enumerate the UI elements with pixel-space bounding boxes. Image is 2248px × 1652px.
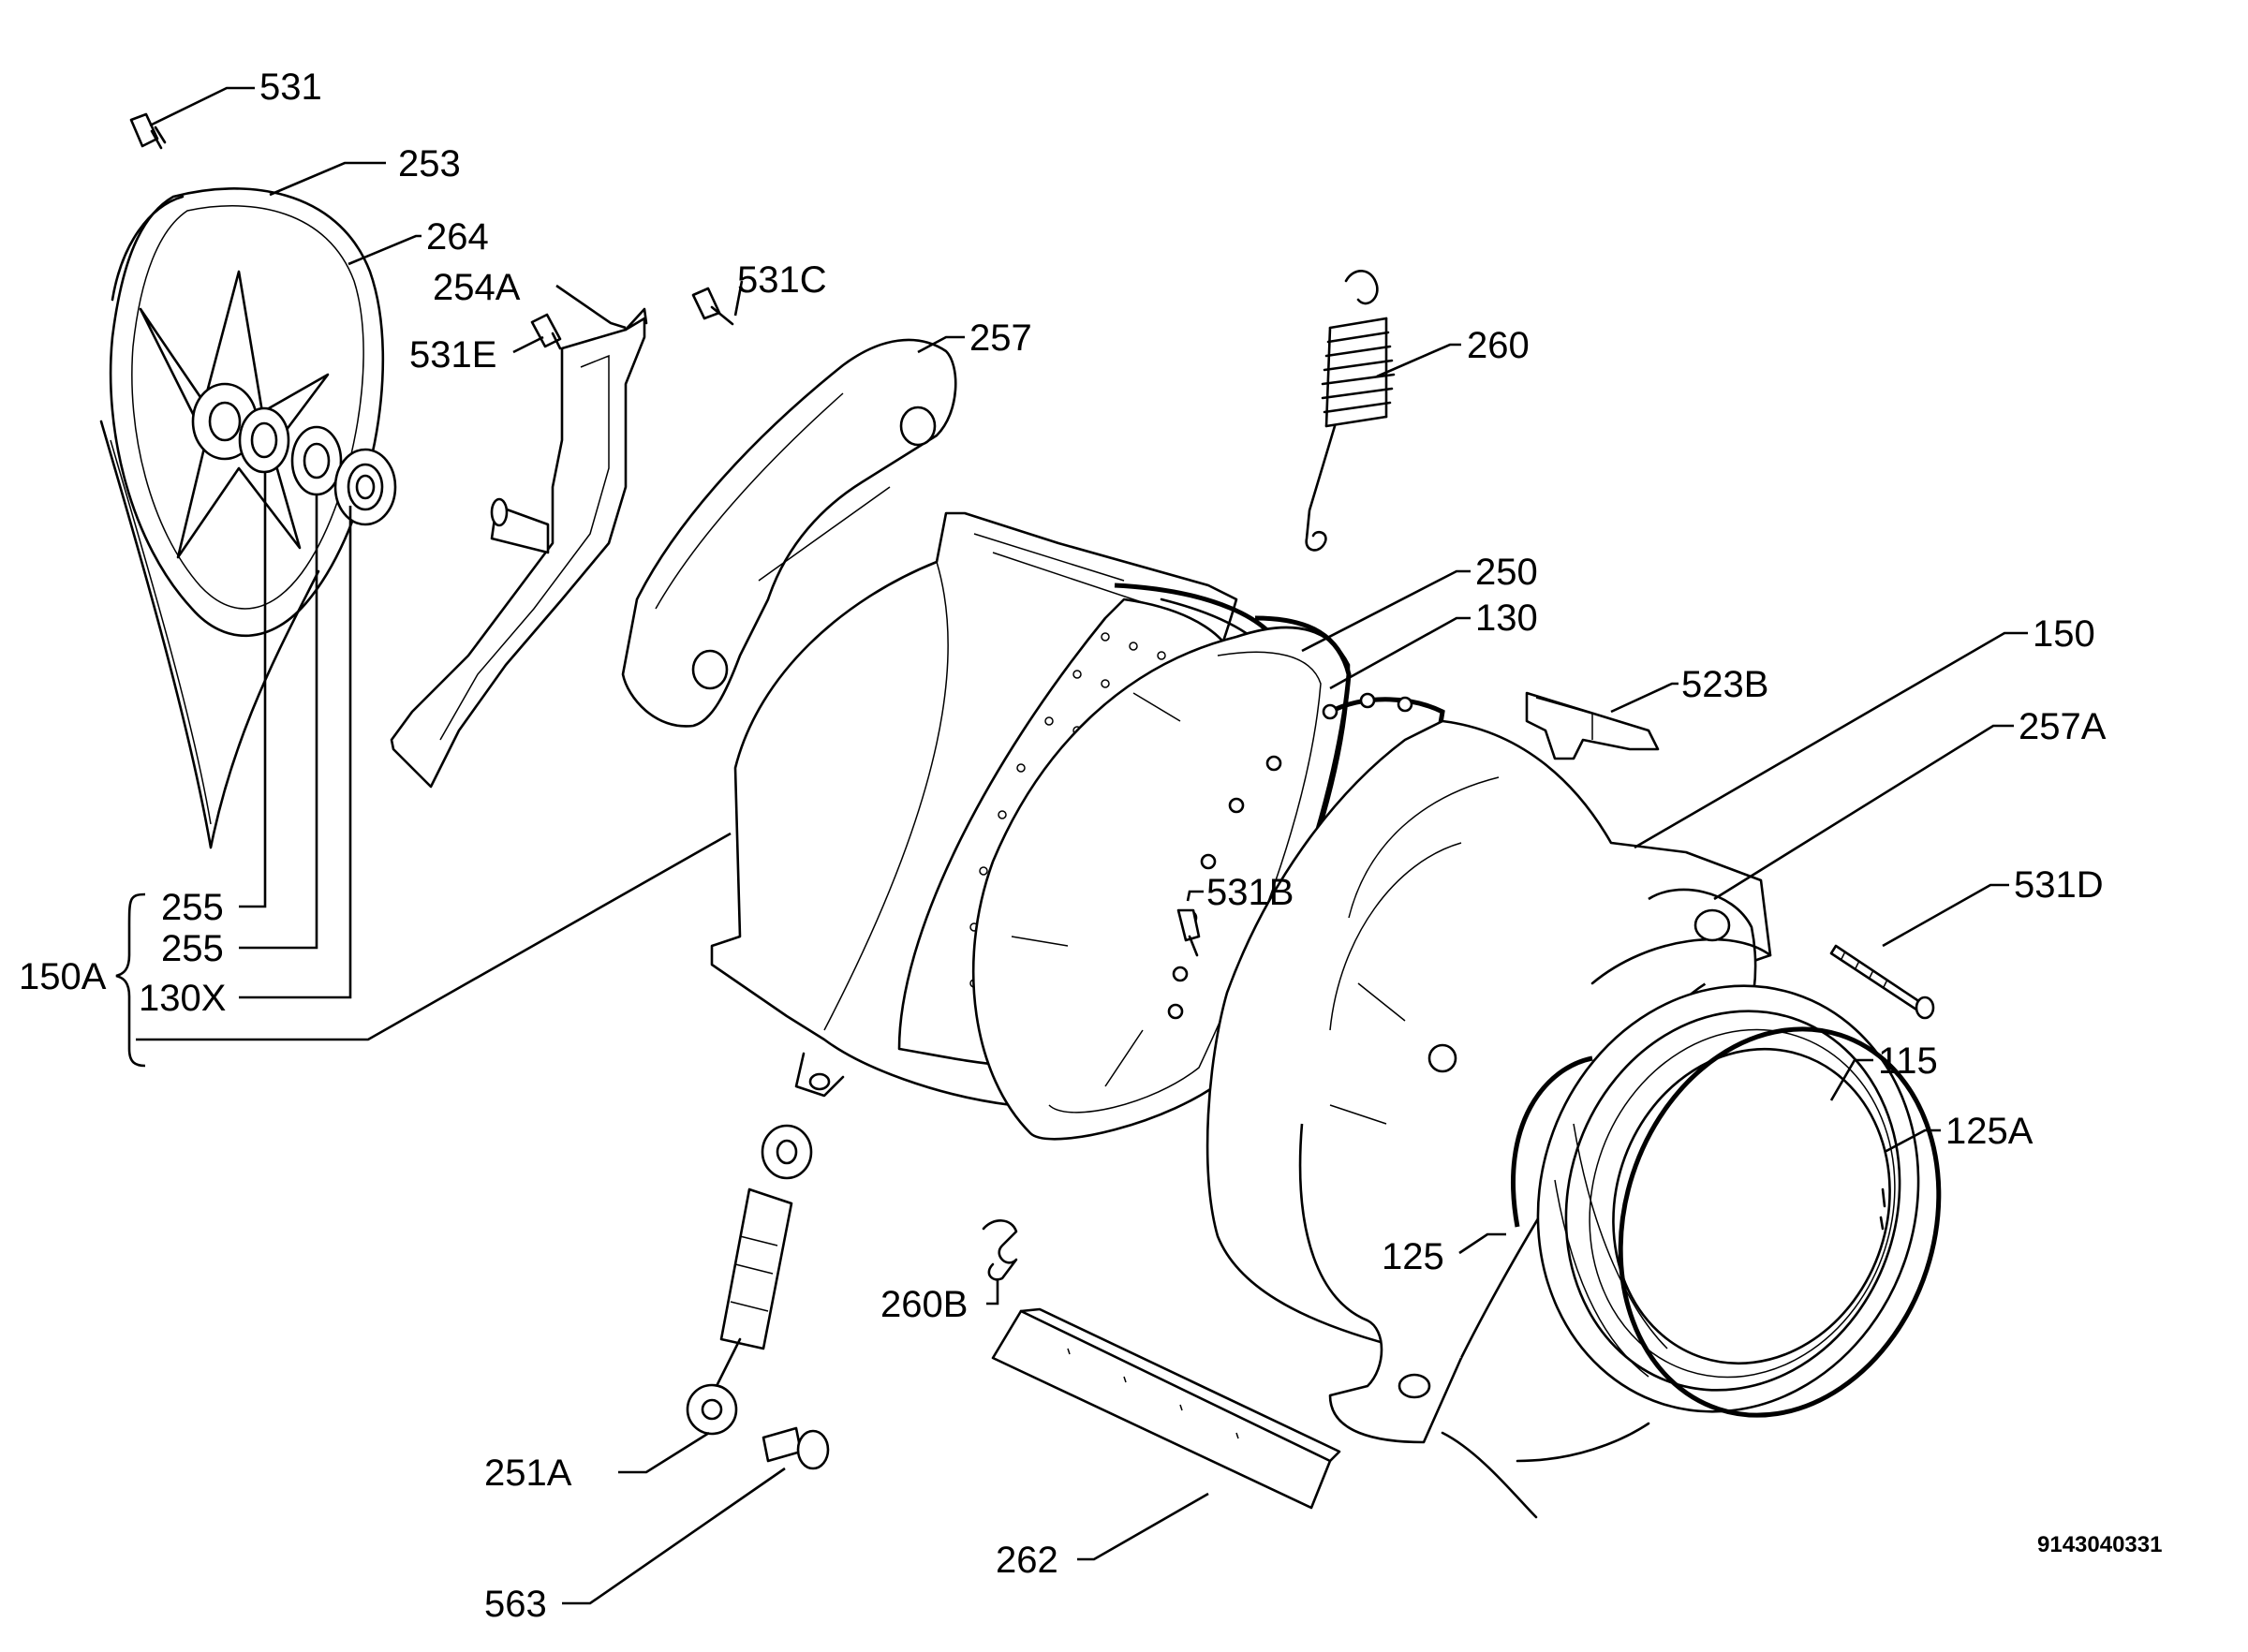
bolt-563 <box>762 1426 830 1470</box>
label-257a: 257A <box>2019 706 2107 747</box>
screw-531d <box>1829 944 1935 1020</box>
clip-260b <box>982 1219 1018 1281</box>
label-150a: 150A <box>19 956 107 997</box>
label-115: 115 <box>1878 1040 1938 1082</box>
counterweight-top <box>621 338 957 728</box>
label-260b: 260B <box>880 1284 968 1325</box>
label-255-a: 255 <box>161 887 224 928</box>
label-563: 563 <box>484 1584 547 1625</box>
spring <box>1305 270 1396 552</box>
document-id: 9143040331 <box>2037 1532 2162 1557</box>
spider-arm <box>390 307 648 789</box>
label-254a: 254A <box>433 267 521 308</box>
label-264: 264 <box>426 216 489 258</box>
screw-531e <box>530 313 562 350</box>
label-531e: 531E <box>409 334 496 376</box>
inner-clamp-ring <box>1511 1055 1593 1228</box>
label-523b: 523B <box>1681 664 1768 705</box>
label-257: 257 <box>969 317 1032 359</box>
label-262: 262 <box>996 1540 1058 1581</box>
label-130x: 130X <box>139 978 226 1019</box>
bearing-seal-set <box>238 406 397 526</box>
label-531c: 531C <box>737 259 827 301</box>
label-150: 150 <box>2033 613 2095 655</box>
label-255-b: 255 <box>161 928 224 969</box>
part-labels: 531 253 264 254A 531E 531C 257 260 250 1… <box>19 66 2162 1625</box>
label-251a: 251A <box>484 1453 572 1494</box>
label-260: 260 <box>1467 325 1530 366</box>
label-125: 125 <box>1382 1236 1444 1277</box>
screw-531b <box>1176 908 1201 957</box>
label-250: 250 <box>1475 552 1538 593</box>
clip-523b <box>1525 691 1660 760</box>
label-531b: 531B <box>1206 872 1294 913</box>
label-125a: 125A <box>1945 1111 2034 1152</box>
label-253: 253 <box>398 143 461 184</box>
screw-531c <box>691 287 734 326</box>
pulley-wheel <box>99 187 385 849</box>
clamp-ring <box>1618 1026 1942 1418</box>
leader-lines <box>115 86 2028 1605</box>
shock-absorber <box>686 1124 813 1436</box>
label-531: 531 <box>259 66 322 108</box>
front-half-tub <box>1205 719 1772 1519</box>
label-130: 130 <box>1475 597 1538 639</box>
screw-531 <box>129 112 167 150</box>
label-531d: 531D <box>2014 864 2104 906</box>
bottom-weight <box>991 1307 1341 1510</box>
